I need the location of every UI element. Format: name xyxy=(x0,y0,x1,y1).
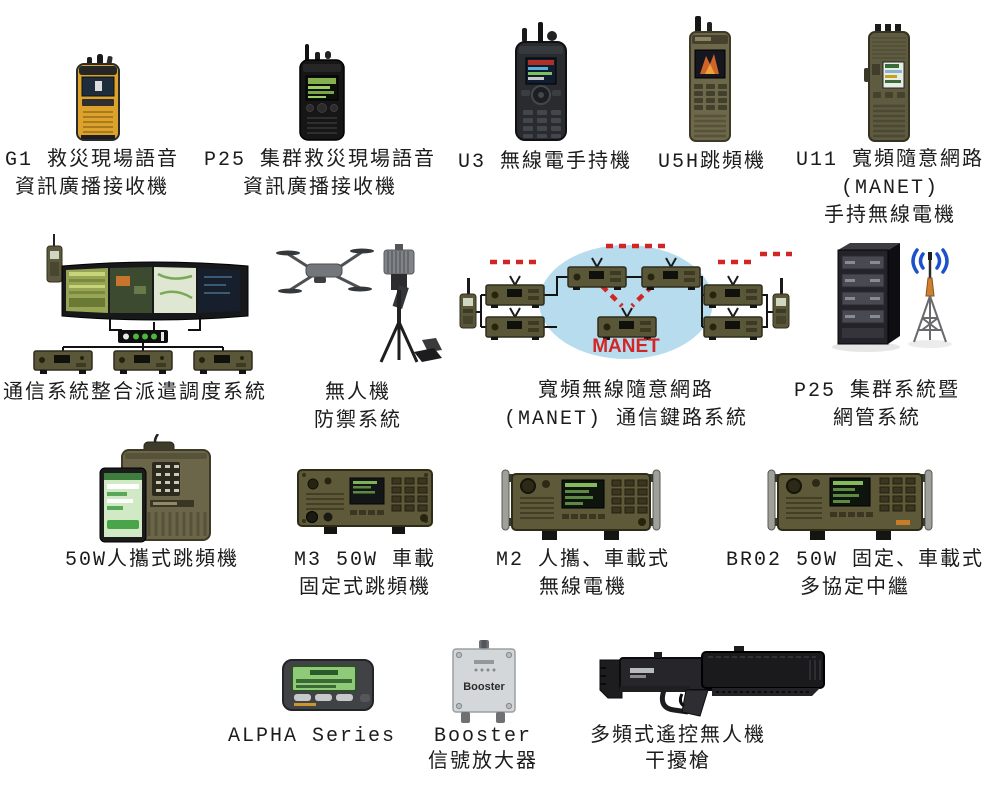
laptop-icon xyxy=(414,338,442,362)
manpack-50w-illustration xyxy=(99,434,211,543)
manet-label-line2: (MANET) 通信鍵路系統 xyxy=(503,408,749,431)
br02-radio-illustration xyxy=(767,469,933,540)
p25-receiver-label-line1: P25 集群救災現場語音 xyxy=(203,149,437,172)
dispatch-monitor-wall xyxy=(61,261,249,321)
radio-tower-icon xyxy=(913,252,947,343)
server-rack-icon xyxy=(837,243,900,345)
dispatch-handheld-radio xyxy=(46,234,63,283)
m3-radio-illustration xyxy=(297,469,433,534)
u11-radio-illustration xyxy=(864,24,910,142)
p25-receiver-label-line2: 資訊廣播接收機 xyxy=(243,177,397,200)
booster-label-line1: Booster xyxy=(433,725,533,748)
manet-label-line1: 寬頻無線隨意網路 xyxy=(538,380,714,403)
g1-label-line2: 資訊廣播接收機 xyxy=(15,177,169,200)
dispatch-system-illustration xyxy=(33,234,253,375)
drone-defense-label-line1: 無人機 xyxy=(325,382,391,405)
m2-label-line1: M2 人攜、車載式 xyxy=(495,549,671,572)
booster-label-line2: 信號放大器 xyxy=(428,751,538,774)
m2-radio-illustration xyxy=(501,469,661,540)
manet-network-illustration: MANET xyxy=(459,243,792,359)
u11-label-line1: U11 寬頻隨意網路 xyxy=(795,149,985,172)
p25-trunking-label-line2: 網管系統 xyxy=(833,408,921,431)
u5h-radio-illustration xyxy=(689,16,731,142)
u3-label: U3 無線電手持機 xyxy=(457,151,633,174)
p25-receiver-illustration xyxy=(299,44,345,141)
drone-icon xyxy=(276,248,374,294)
jammer-label-line1: 多頻式遙控無人機 xyxy=(590,725,766,748)
u3-radio-illustration xyxy=(515,22,567,141)
m2-label-line2: 無線電機 xyxy=(539,577,627,600)
jammer-gun-illustration xyxy=(599,646,825,717)
g1-radio-illustration xyxy=(76,54,120,141)
br02-label-line1: BR02 50W 固定、車載式 xyxy=(725,549,985,572)
booster-illustration: Booster xyxy=(452,640,516,723)
drone-defense-label-line2: 防禦系統 xyxy=(314,410,402,433)
m3-label-line2: 固定式跳頻機 xyxy=(299,577,431,600)
manet-diagram-text: MANET xyxy=(592,336,660,357)
anti-drone-sensor-tripod xyxy=(379,244,419,363)
alpha-label: ALPHA Series xyxy=(227,725,397,748)
booster-device-text: Booster xyxy=(463,681,505,693)
dispatch-network-switch xyxy=(118,330,168,343)
manpack-phone-display xyxy=(99,467,147,543)
alpha-pager-illustration xyxy=(282,659,374,711)
dispatch-label: 通信系統整合派遣調度系統 xyxy=(3,382,267,405)
m3-label-line1: M3 50W 車載 xyxy=(293,549,437,572)
p25-trunking-illustration xyxy=(832,243,952,352)
drone-defense-illustration xyxy=(276,244,442,363)
u5h-label: U5H跳頻機 xyxy=(657,151,767,174)
u11-label-line2: (MANET) xyxy=(840,177,940,200)
p25-trunking-label-line1: P25 集群系統暨 xyxy=(793,380,961,403)
manpack-50w-label: 50W人攜式跳頻機 xyxy=(64,549,240,572)
u11-label-line3: 手持無線電機 xyxy=(824,205,956,228)
br02-label-line2: 多協定中繼 xyxy=(800,577,910,600)
g1-label-line1: G1 救災現場語音 xyxy=(4,149,180,172)
jammer-label-line2: 干擾槍 xyxy=(645,751,711,774)
wifi-waves-icon xyxy=(911,248,949,274)
